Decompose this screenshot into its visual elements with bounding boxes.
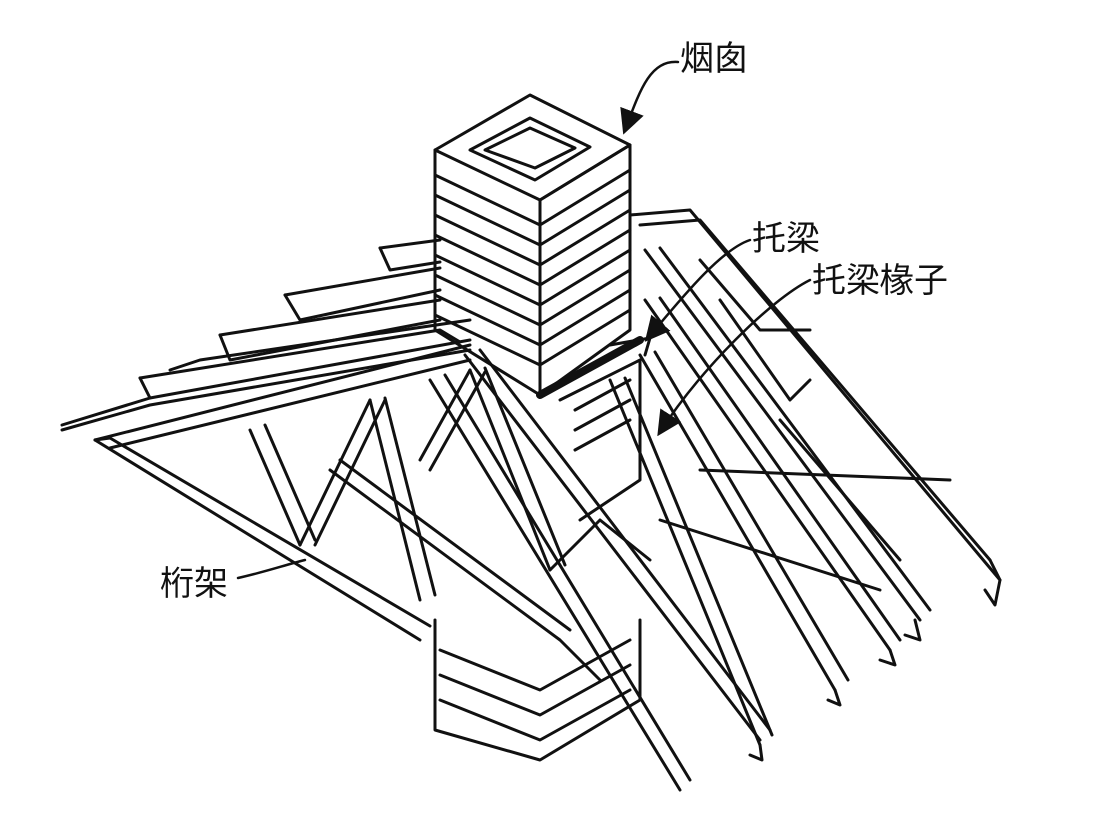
right-trusses [608, 208, 1002, 762]
left-truss [93, 343, 472, 642]
chimney-label: 烟囱 [680, 39, 748, 79]
center-trusses [328, 348, 772, 792]
header-rafter-label: 托梁椽子 [812, 261, 948, 301]
chimney [433, 93, 642, 762]
header-beam [536, 336, 652, 399]
header-label: 托梁 [752, 219, 820, 259]
left-hip-planks [60, 238, 472, 432]
truss-label: 桁架 [160, 564, 228, 604]
leader-lines [236, 60, 812, 580]
